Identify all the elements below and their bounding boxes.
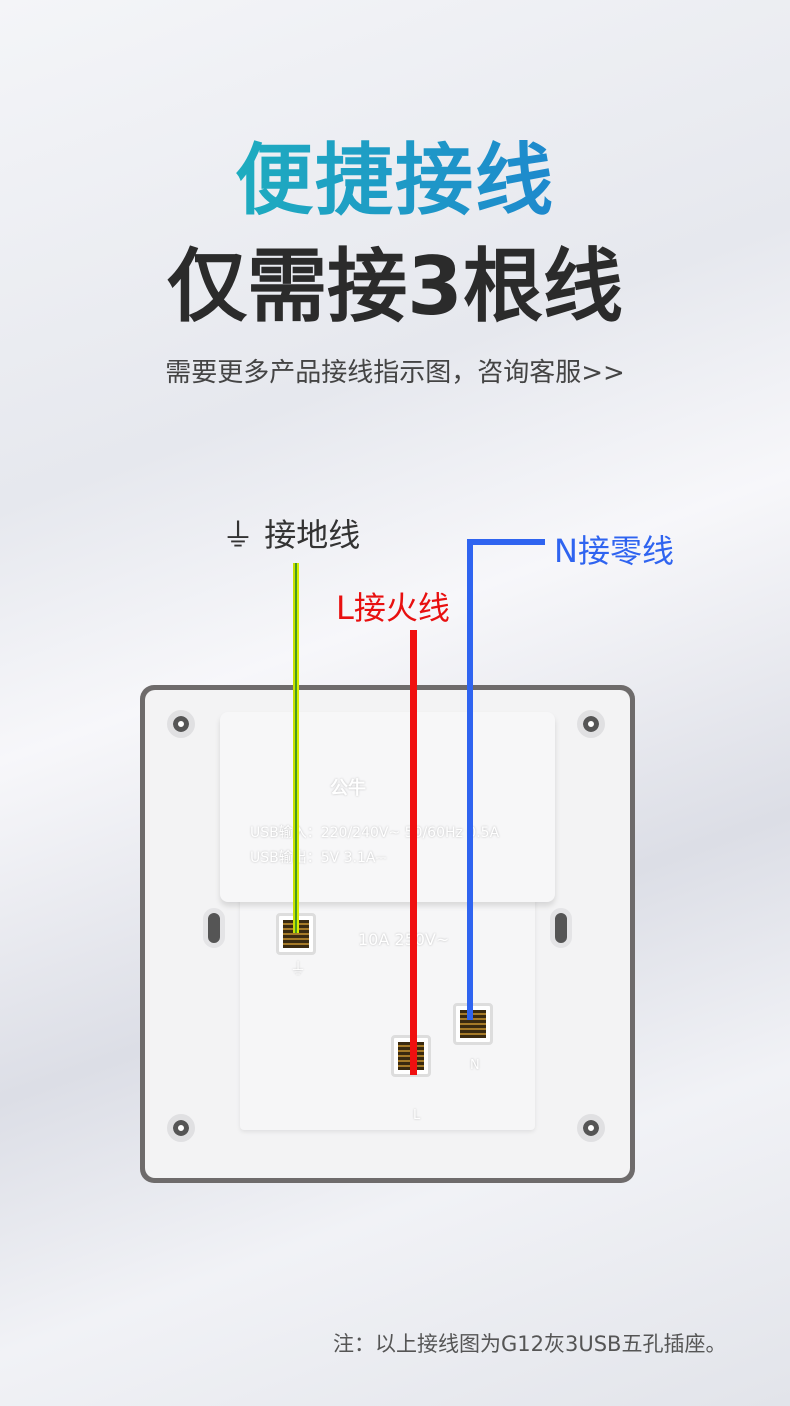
- terminal-l-label: L: [413, 1108, 421, 1123]
- neutral-wire-horizontal: [467, 539, 545, 545]
- brand-emboss: 公牛: [330, 778, 366, 799]
- footnote: 注：以上接线图为G12灰3USB五孔插座。: [333, 1332, 727, 1356]
- mount-slot: [203, 908, 225, 948]
- screw-hole: [577, 1114, 605, 1142]
- neutral-wire: [467, 539, 473, 1020]
- ground-wire: [293, 563, 299, 933]
- neutral-terminal: [453, 1003, 493, 1045]
- screw-hole: [167, 710, 195, 738]
- screw-hole: [577, 710, 605, 738]
- socket-back-plate: 10A 250V~ N L ⏚ 公牛 USB输入：220/240V~ 50/60…: [140, 685, 635, 1183]
- ground-icon: ⏚: [222, 516, 255, 554]
- usb-input-spec: USB输入：220/240V~ 50/60Hz 0.5A: [250, 825, 500, 841]
- rating-text: 10A 250V~: [358, 930, 450, 949]
- customer-service-link[interactable]: 需要更多产品接线指示图，咨询客服>>: [165, 358, 625, 388]
- mount-slot: [550, 908, 572, 948]
- live-label: L接火线: [336, 589, 450, 627]
- terminal-n-label: N: [470, 1058, 480, 1073]
- ground-label: ⏚ 接地线: [222, 516, 361, 554]
- live-wire: [410, 630, 417, 1075]
- usb-output-spec: USB输出：5V 3.1A⎓: [250, 850, 387, 866]
- usb-module: 公牛 USB输入：220/240V~ 50/60Hz 0.5A USB输出：5V…: [220, 712, 555, 902]
- subheadline: 仅需接3根线: [167, 240, 623, 333]
- terminal-ground-label: ⏚: [290, 959, 307, 978]
- headline: 便捷接线: [0, 118, 790, 230]
- screw-hole: [167, 1114, 195, 1142]
- neutral-label: N接零线: [554, 532, 674, 570]
